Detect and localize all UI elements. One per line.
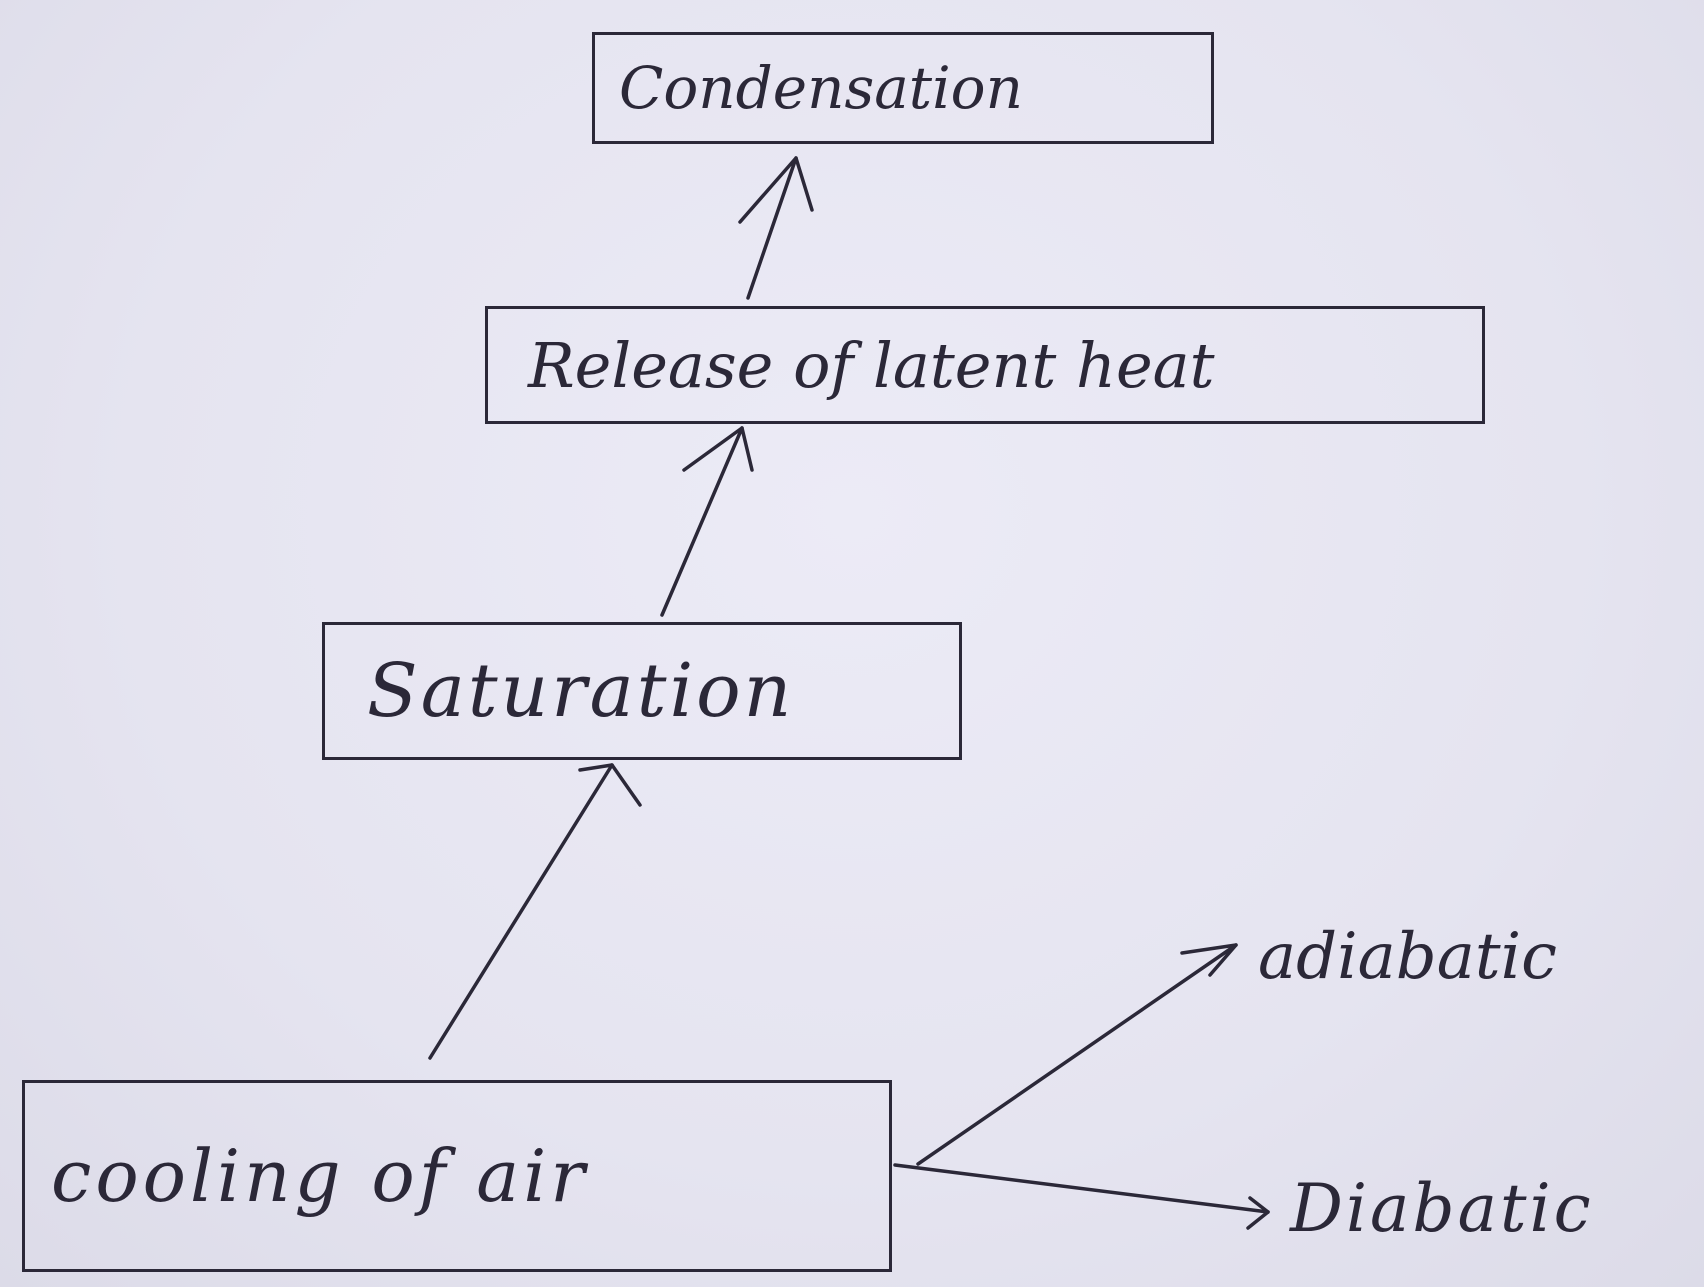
node-latent-label: Release of latent heat — [528, 328, 1215, 402]
node-condensation-label: Condensation — [619, 54, 1023, 122]
node-saturation-label: Saturation — [367, 648, 795, 734]
node-cooling-of-air: cooling of air — [22, 1080, 892, 1272]
node-saturation: Saturation — [322, 622, 962, 760]
node-cooling-label: cooling of air — [51, 1134, 589, 1218]
branch-adiabatic: adiabatic — [1258, 920, 1557, 994]
branch-diabatic: Diabatic — [1290, 1170, 1594, 1247]
node-condensation: Condensation — [592, 32, 1214, 144]
node-release-of-latent-heat: Release of latent heat — [485, 306, 1485, 424]
